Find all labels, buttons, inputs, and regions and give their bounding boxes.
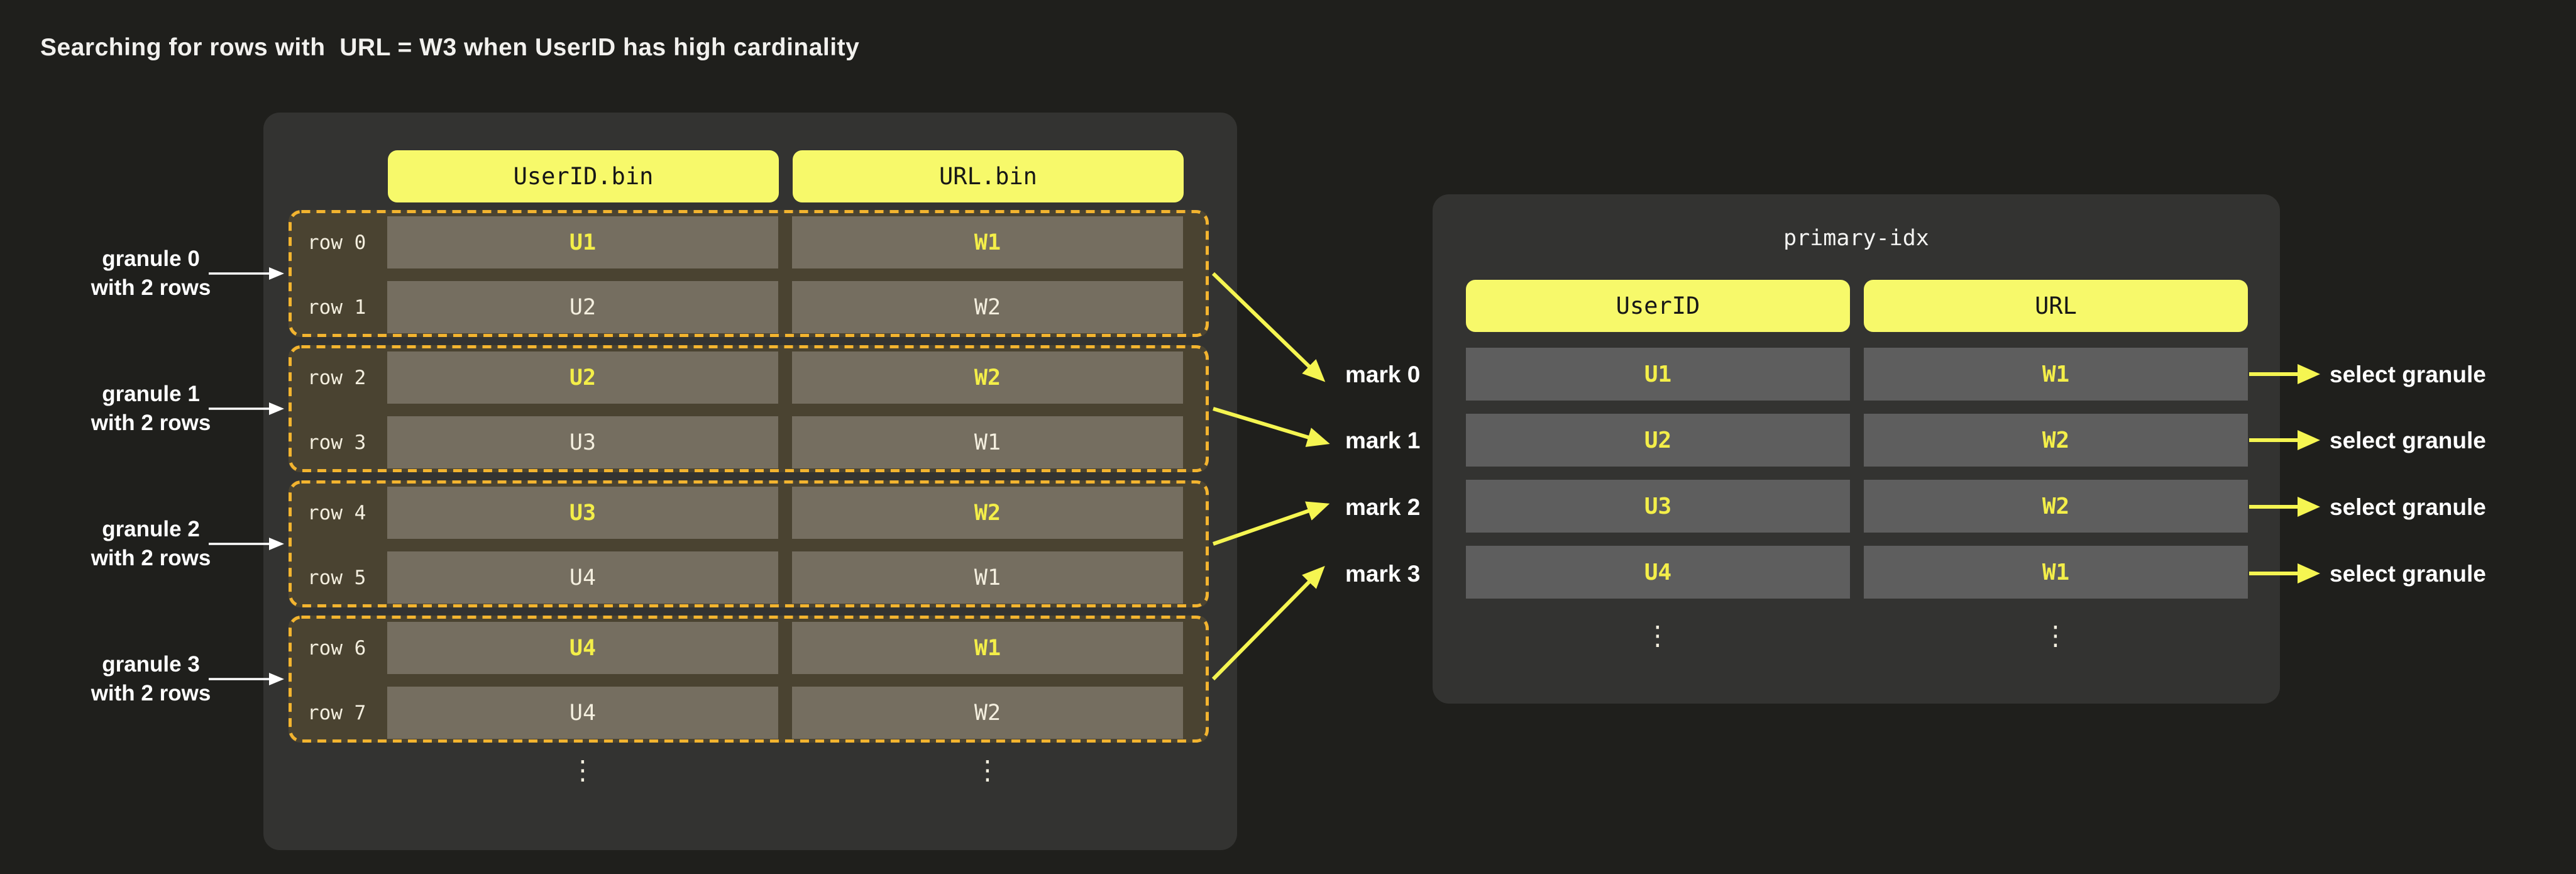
granule-box-0: row 0 row 1 U1 W1 U2 W2: [289, 210, 1209, 337]
row-label: row 6: [307, 636, 366, 660]
primary-index-title: primary-idx: [1783, 226, 1929, 251]
userid-bin-header: UserID.bin: [388, 150, 779, 202]
granule-label-line2: with 2 rows: [91, 546, 211, 570]
url-cell: W2: [792, 351, 1183, 404]
granule-label-line1: granule 3: [102, 652, 200, 677]
row-label: row 0: [307, 231, 366, 254]
url-cell: W1: [792, 551, 1183, 604]
select-granule-label-0: select granule: [2330, 362, 2486, 387]
userid-cell: U3: [387, 416, 778, 468]
url-bin-header: URL.bin: [793, 150, 1184, 202]
index-userid-cell: U3: [1466, 480, 1850, 533]
select-granule-label-2: select granule: [2330, 494, 2486, 520]
select-granule-label-1: select granule: [2330, 428, 2486, 453]
userid-cell: U4: [387, 622, 778, 674]
userid-cell: U4: [387, 551, 778, 604]
userid-header: UserID: [1466, 280, 1850, 332]
url-cell: W2: [792, 487, 1183, 539]
granule-label-line1: granule 1: [102, 382, 200, 406]
index-userid-cell: U4: [1466, 546, 1850, 599]
row-label: row 1: [307, 296, 366, 319]
granule-label-1: granule 1 with 2 rows: [44, 380, 258, 438]
url-cell: W1: [792, 416, 1183, 468]
column-files-panel: UserID.bin URL.bin row 0 row 1 U1 W1 U2 …: [263, 113, 1237, 850]
url-header: URL: [1864, 280, 2248, 332]
ellipsis-url-column: ⋮: [974, 755, 1001, 785]
granule-label-line1: granule 0: [102, 246, 200, 271]
index-userid-cell: U2: [1466, 414, 1850, 467]
url-cell: W2: [792, 281, 1183, 333]
row-label: row 5: [307, 566, 366, 589]
granule-label-line2: with 2 rows: [91, 411, 211, 435]
userid-cell: U1: [387, 216, 778, 268]
granule-label-line2: with 2 rows: [91, 275, 211, 300]
index-url-cell: W1: [1864, 546, 2248, 599]
granule-label-3: granule 3 with 2 rows: [44, 650, 258, 708]
granule-label-line1: granule 2: [102, 517, 200, 541]
granule-box-3: row 6 row 7 U4 W1 U4 W2: [289, 616, 1209, 743]
row-label: row 4: [307, 501, 366, 524]
index-userid-cell: U1: [1466, 348, 1850, 401]
row-label: row 3: [307, 431, 366, 454]
row-label: row 2: [307, 366, 366, 389]
mark-label-1: mark 1: [1345, 428, 1421, 453]
index-url-cell: W1: [1864, 348, 2248, 401]
row-label: row 7: [307, 701, 366, 724]
granule-box-2: row 4 row 5 U3 W2 U4 W1: [289, 480, 1209, 607]
userid-cell: U2: [387, 351, 778, 404]
userid-cell: U2: [387, 281, 778, 333]
granule-label-0: granule 0 with 2 rows: [44, 245, 258, 302]
select-granule-label-3: select granule: [2330, 561, 2486, 587]
userid-cell: U4: [387, 687, 778, 739]
ellipsis-userid-column: ⋮: [570, 755, 596, 785]
index-url-cell: W2: [1864, 414, 2248, 467]
url-cell: W1: [792, 216, 1183, 268]
userid-cell: U3: [387, 487, 778, 539]
page-title: Searching for rows with URL = W3 when Us…: [40, 34, 860, 61]
index-url-cell: W2: [1864, 480, 2248, 533]
ellipsis-userid-index: ⋮: [1644, 620, 1671, 651]
mark-label-3: mark 3: [1345, 561, 1421, 587]
mark-label-2: mark 2: [1345, 494, 1421, 520]
ellipsis-url-index: ⋮: [2042, 620, 2069, 651]
granule-label-2: granule 2 with 2 rows: [44, 515, 258, 573]
granule-box-1: row 2 row 3 U2 W2 U3 W1: [289, 345, 1209, 472]
mark-label-0: mark 0: [1345, 362, 1421, 387]
primary-index-panel: primary-idx UserID URL U1 W1 U2 W2 U3 W2…: [1433, 194, 2280, 704]
url-cell: W1: [792, 622, 1183, 674]
url-cell: W2: [792, 687, 1183, 739]
granule-label-line2: with 2 rows: [91, 681, 211, 705]
